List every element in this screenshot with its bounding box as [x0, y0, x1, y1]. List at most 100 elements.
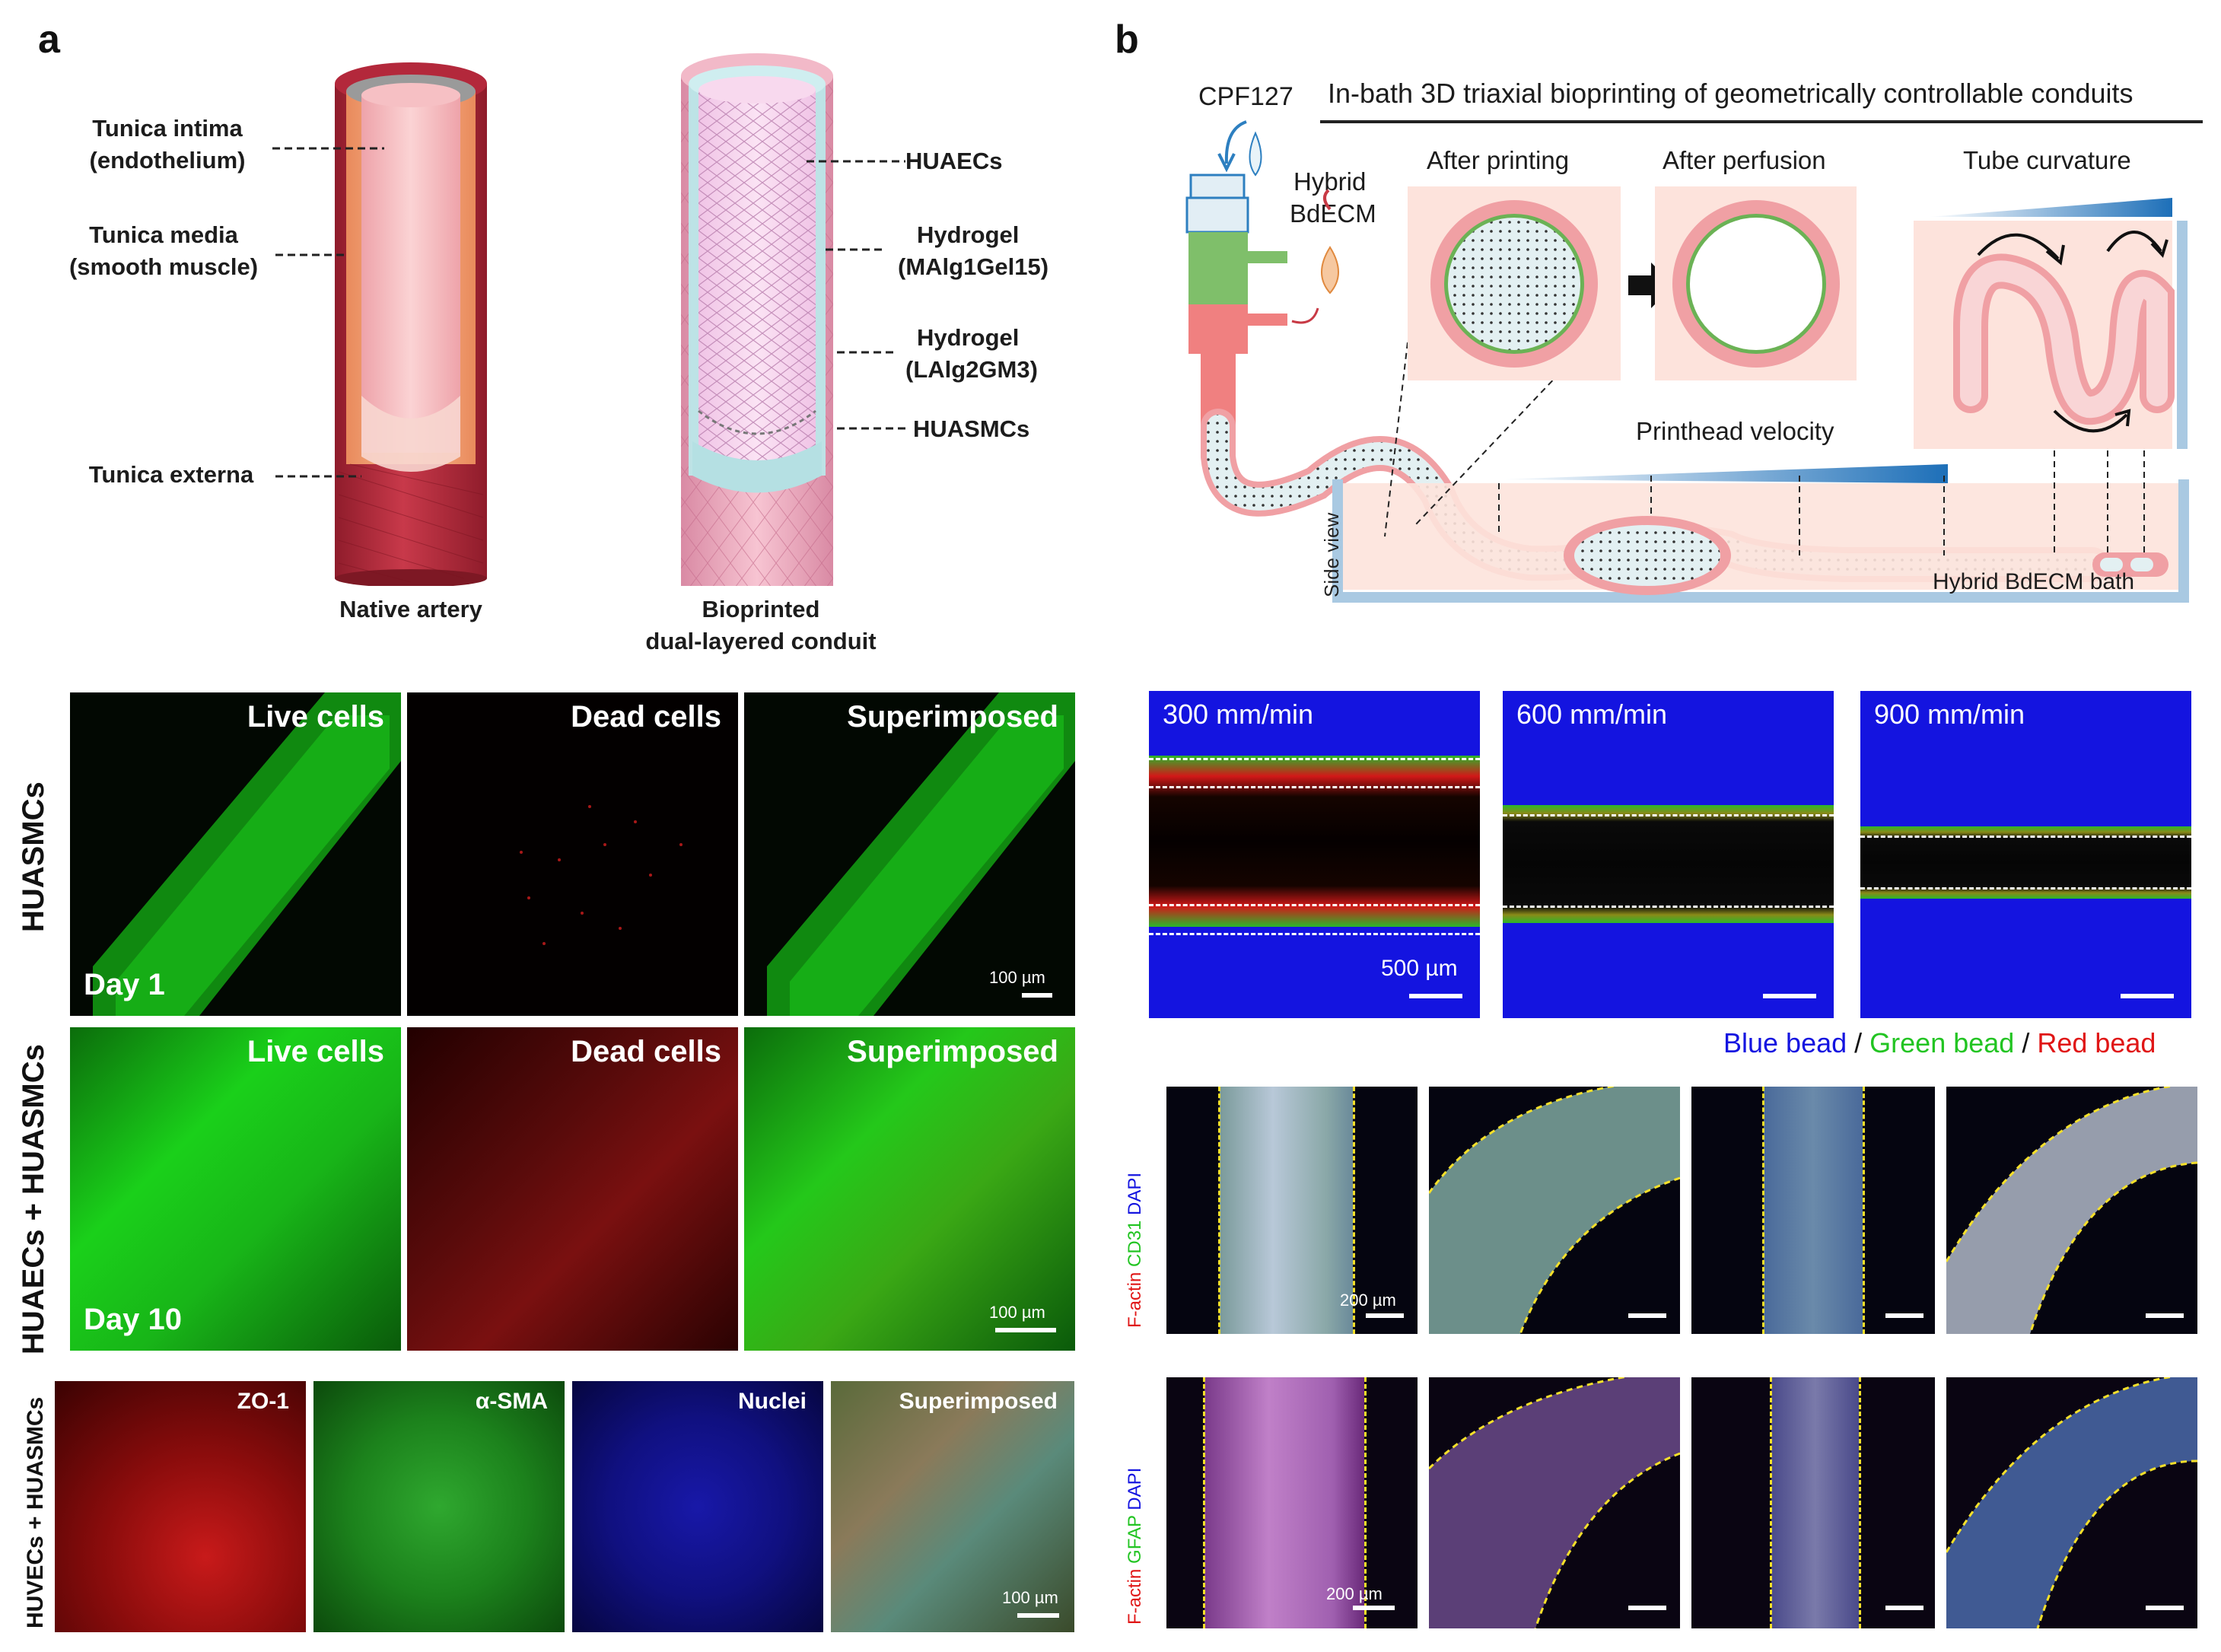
speed-600-image: 600 mm/min [1503, 691, 1834, 1018]
stain-row1-label: F-actin CD31 DAPI [1125, 1173, 1146, 1328]
label-asma: α-SMA [475, 1389, 548, 1414]
huasmcs-label: HUASMCs [913, 415, 1030, 442]
legend-red-bead: Red bead [2037, 1027, 2156, 1058]
tunica-intima-label: Tunica intima [92, 115, 243, 142]
label-speed-300: 300 mm/min [1163, 699, 1314, 730]
conduit-caption-line2: dual-layered conduit [645, 628, 877, 654]
malg1gel15-label: (MAlg1Gel15) [898, 253, 1049, 280]
stain1-dapi: DAPI [1125, 1172, 1145, 1215]
label-immuno-superimposed: Superimposed [899, 1389, 1058, 1414]
nuclei-image: Nuclei [572, 1381, 823, 1632]
stain-scalebar-5 [1353, 1606, 1395, 1610]
huaecs-label: HUAECs [905, 148, 1003, 174]
gfap-straight-narrow [1691, 1377, 1935, 1628]
panel-b-title: In-bath 3D triaxial bioprinting of geome… [1328, 78, 2133, 109]
stain-scalebar-2 [1628, 1313, 1666, 1318]
native-artery-caption: Native artery [339, 596, 482, 622]
scalebar-text-immuno: 100 µm [1002, 1588, 1058, 1607]
stain-scalebar-text-1: 200 µm [1340, 1291, 1396, 1310]
panel-a-letter: a [38, 18, 60, 62]
cd31-straight-wide: 200 µm [1166, 1087, 1418, 1334]
stain-scalebar-1 [1366, 1313, 1404, 1318]
speed-300-image: 300 mm/min 500 µm [1149, 691, 1480, 1018]
native-artery-illustration [335, 62, 487, 586]
gfap-straight-wide: 200 µm [1166, 1377, 1418, 1628]
stain-scalebar-7 [1885, 1606, 1923, 1610]
stain2-factin: F-actin [1125, 1568, 1145, 1625]
after-printing-label: After printing [1427, 146, 1570, 174]
tunica-media-label: Tunica media [89, 221, 238, 248]
lalg2gm3-label: (LAlg2GM3) [905, 356, 1038, 383]
scalebar-speed-300 [1409, 994, 1462, 998]
stain-row2-label: F-actin GFAP DAPI [1125, 1468, 1146, 1625]
superimposed-day1: Superimposed 100 µm [744, 692, 1075, 1016]
gfap-curved-wide [1429, 1377, 1680, 1628]
conduit-caption-line1: Bioprinted [702, 596, 820, 622]
stain-scalebar-text-2: 200 µm [1326, 1584, 1383, 1603]
smooth-muscle-label: (smooth muscle) [68, 253, 259, 280]
speed-900-image: 900 mm/min [1860, 691, 2191, 1018]
label-live-cells-2: Live cells [247, 1035, 384, 1068]
label-superimposed-1: Superimposed [847, 700, 1058, 734]
label-speed-600: 600 mm/min [1516, 699, 1668, 730]
hybrid-label-line1: Hybrid [1293, 167, 1367, 196]
gfap-curved-narrow [1946, 1377, 2197, 1628]
title-underline [1320, 120, 2203, 123]
stain-scalebar-8 [2146, 1606, 2184, 1610]
legend-blue-bead: Blue bead [1723, 1027, 1847, 1058]
stain-scalebar-3 [1885, 1313, 1923, 1318]
hybrid-label-line2: BdECM [1290, 199, 1376, 228]
hydrogel-1-label: Hydrogel [917, 221, 1020, 248]
scalebar-text-speed: 500 µm [1381, 956, 1458, 981]
label-nuclei: Nuclei [737, 1389, 807, 1414]
legend-sep-1: / [1847, 1027, 1870, 1058]
panel-b-letter: b [1115, 18, 1139, 62]
row-label-huaecs-huasmcs: HUAECs + HUASMCs [17, 1044, 50, 1354]
stain-scalebar-4 [2146, 1313, 2184, 1318]
legend-green-bead: Green bead [1869, 1027, 2015, 1058]
stain1-cd31: CD31 [1125, 1220, 1145, 1267]
row-label-huasmcs: HUASMCs [17, 781, 50, 932]
bead-legend: Blue bead / Green bead / Red bead [1723, 1027, 2156, 1059]
label-live-cells-1: Live cells [247, 700, 384, 734]
tunica-externa-label: Tunica externa [88, 461, 254, 488]
scalebar-day1 [1022, 993, 1052, 998]
dead-cells-day1: Dead cells [407, 692, 738, 1016]
label-zo1: ZO-1 [237, 1389, 289, 1414]
label-speed-900: 900 mm/min [1874, 699, 2025, 730]
cpf127-label: CPF127 [1198, 82, 1293, 111]
tube-curvature-label: Tube curvature [1963, 146, 2131, 174]
conduit-leader-lines [807, 160, 905, 430]
cd31-curved-wide [1429, 1087, 1680, 1334]
hydrogel-2-label: Hydrogel [917, 324, 1020, 351]
scalebar-text-day1: 100 µm [989, 968, 1045, 987]
label-day-1: Day 1 [84, 968, 165, 1001]
printhead-velocity-label: Printhead velocity [1636, 417, 1834, 445]
endothelium-label: (endothelium) [89, 147, 246, 173]
stain1-factin: F-actin [1125, 1272, 1145, 1328]
scalebar-speed-600 [1763, 994, 1816, 998]
cd31-curved-narrow [1946, 1087, 2197, 1334]
stain2-dapi: DAPI [1125, 1467, 1145, 1510]
printing-schematic [1185, 120, 2189, 603]
scalebar-day10 [995, 1328, 1056, 1332]
cd31-straight-narrow [1691, 1087, 1935, 1334]
superimposed-day10: Superimposed 100 µm [744, 1027, 1075, 1351]
live-cells-day10: Live cells Day 10 [70, 1027, 401, 1351]
label-day-10: Day 10 [84, 1303, 182, 1336]
live-cells-day1: Live cells Day 1 [70, 692, 401, 1016]
immuno-superimposed-image: Superimposed 100 µm [831, 1381, 1074, 1632]
zo1-image: ZO-1 [55, 1381, 306, 1632]
stain2-gfap: GFAP [1125, 1515, 1145, 1564]
label-dead-cells-2: Dead cells [571, 1035, 721, 1068]
scalebar-immuno [1017, 1613, 1059, 1618]
scalebar-text-day10: 100 µm [989, 1303, 1045, 1322]
asma-image: α-SMA [313, 1381, 565, 1632]
artery-leader-lines [272, 147, 384, 478]
side-view-label: Side view [1320, 512, 1343, 597]
after-perfusion-label: After perfusion [1663, 146, 1826, 174]
row-label-huvecs-huasmcs: HUVECs + HUASMCs [23, 1396, 48, 1628]
bath-label: Hybrid BdECM bath [1933, 569, 2135, 594]
scalebar-speed-900 [2121, 994, 2174, 998]
stain-scalebar-6 [1628, 1606, 1666, 1610]
